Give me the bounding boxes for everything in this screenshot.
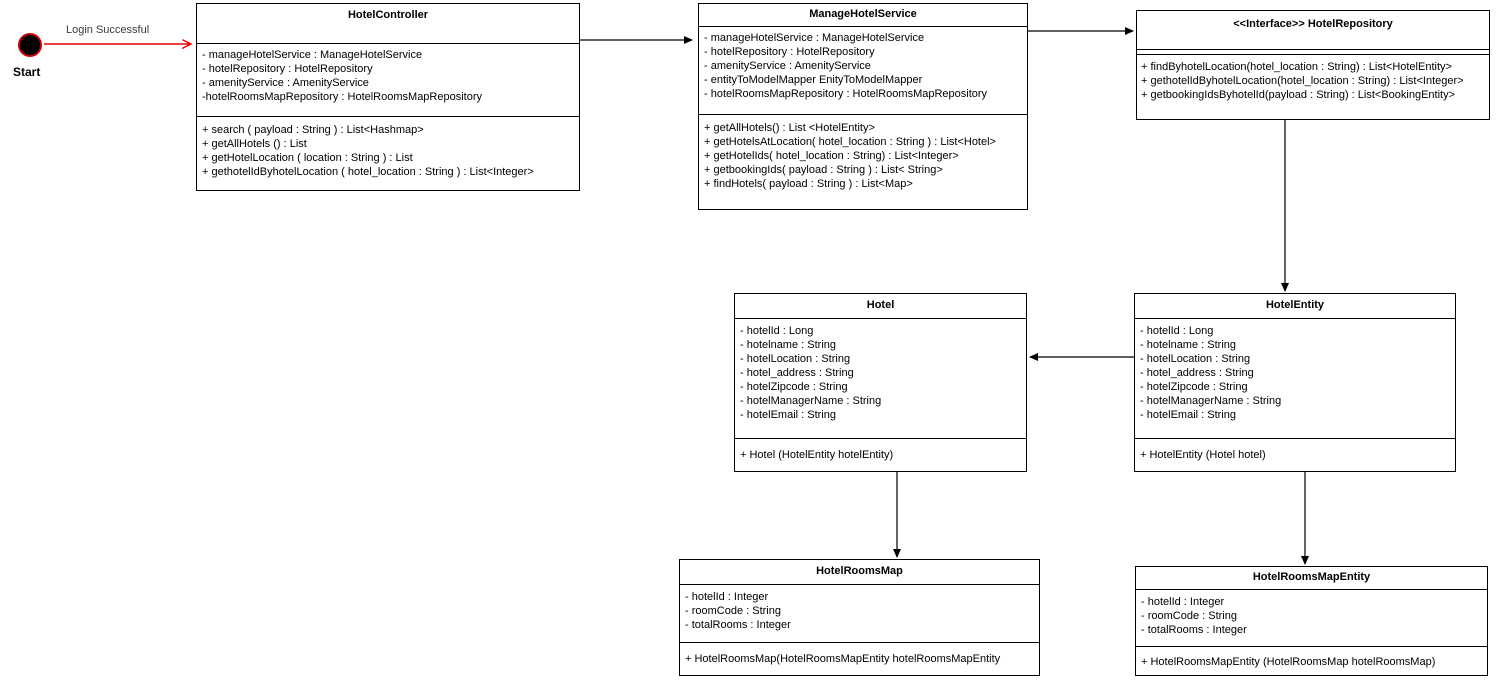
member-line: - hotelZipcode : String <box>1140 381 1248 393</box>
member-line: - hotelEmail : String <box>740 409 836 421</box>
member-line: - amenityService : AmenityService <box>704 60 871 72</box>
member-line: - manageHotelService : ManageHotelServic… <box>202 49 423 61</box>
member-line: - hotelEmail : String <box>1140 409 1236 421</box>
member-line: + getAllHotels () : List <box>202 138 307 150</box>
class-box-hotelroomsmap[interactable]: HotelRoomsMap - hotelId : Integer - roomC… <box>679 559 1040 676</box>
class-box-hotelrepository[interactable]: <<Interface>> HotelRepository + findByho… <box>1136 10 1490 120</box>
member-line: + getbookingIds( payload : String ) : Li… <box>704 164 943 176</box>
member-line: - entityToModelMapper EnityToModelMapper <box>704 74 923 86</box>
class-methods: + HotelRoomsMap(HotelRoomsMapEntity hote… <box>680 642 1039 675</box>
member-line: + HotelRoomsMap(HotelRoomsMapEntity hote… <box>685 653 1001 665</box>
class-methods: + search ( payload : String ) : List<Has… <box>197 116 579 190</box>
class-title: HotelEntity <box>1265 299 1325 311</box>
class-methods: + getAllHotels() : List <HotelEntity> + g… <box>699 114 1027 209</box>
class-attributes: - manageHotelService : ManageHotelServic… <box>699 26 1027 114</box>
member-line: - hotelId : Long <box>1140 325 1214 337</box>
member-line: - hotel_address : String <box>740 367 854 379</box>
member-line: - hotelId : Long <box>740 325 814 337</box>
member-line: - roomCode : String <box>685 605 781 617</box>
member-line: + getbookingIdsByhotelId(payload : Strin… <box>1141 89 1455 101</box>
class-title: Hotel <box>866 299 895 311</box>
member-line: - hotelRoomsMapRepository : HotelRoomsMa… <box>704 88 988 100</box>
member-line: - hotelManagerName : String <box>740 395 882 407</box>
class-attributes: - hotelId : Long - hotelname : String - ho… <box>735 318 1026 438</box>
member-line: - hotelRepository : HotelRepository <box>704 46 875 58</box>
start-node-icon[interactable] <box>18 33 42 57</box>
member-line: + getHotelsAtLocation( hotel_location : … <box>704 136 996 148</box>
class-box-hotelcontroller[interactable]: HotelController - manageHotelService : M… <box>196 3 580 191</box>
member-line: - hotelRepository : HotelRepository <box>202 63 373 75</box>
member-line: - hotelname : String <box>1140 339 1236 351</box>
member-line: + Hotel (HotelEntity hotelEntity) <box>740 449 894 461</box>
class-title: HotelRoomsMapEntity <box>1252 571 1371 583</box>
member-line: - manageHotelService : ManageHotelServic… <box>704 32 925 44</box>
class-box-managehotelservice[interactable]: ManageHotelService - manageHotelService … <box>698 3 1028 210</box>
class-attributes: - hotelId : Integer - roomCode : String - … <box>680 584 1039 642</box>
member-line: -hotelRoomsMapRepository : HotelRoomsMap… <box>202 91 483 103</box>
member-line: - hotelLocation : String <box>1140 353 1251 365</box>
member-line: + getAllHotels() : List <HotelEntity> <box>704 122 875 134</box>
class-attributes: - hotelId : Long - hotelname : String - ho… <box>1135 318 1455 438</box>
member-line: - hotelId : Integer <box>1141 596 1225 608</box>
class-title: ManageHotelService <box>809 8 917 20</box>
class-attributes: - manageHotelService : ManageHotelServic… <box>197 43 579 116</box>
class-title: HotelRoomsMap <box>816 565 903 577</box>
member-line: - hotelLocation : String <box>740 353 851 365</box>
class-box-hotel[interactable]: Hotel - hotelId : Long - hotelname : Stri… <box>734 293 1027 472</box>
transition-label: Login Successful <box>66 24 150 36</box>
member-line: + search ( payload : String ) : List<Has… <box>202 124 424 136</box>
member-line: - hotelManagerName : String <box>1140 395 1282 407</box>
empty-attributes-compartment <box>1137 49 1489 54</box>
class-methods: + Hotel (HotelEntity hotelEntity) <box>735 438 1026 471</box>
member-line: + HotelEntity (Hotel hotel) <box>1140 449 1266 461</box>
class-box-hotelroomsmapentity[interactable]: HotelRoomsMapEntity - hotelId : Integer-… <box>1135 566 1488 676</box>
class-methods: + HotelEntity (Hotel hotel) <box>1135 438 1455 471</box>
member-line: - amenityService : AmenityService <box>202 77 369 89</box>
member-line: - hotelname : String <box>740 339 836 351</box>
class-box-hotelentity[interactable]: HotelEntity - hotelId : Long - hotelname … <box>1134 293 1456 472</box>
member-line: + gethotelIdByhotelLocation(hotel_locati… <box>1141 75 1464 87</box>
class-title: <<Interface>> HotelRepository <box>1233 18 1393 30</box>
class-attributes: - hotelId : Integer - roomCode : String - … <box>1136 589 1487 646</box>
member-line: + gethotelIdByhotelLocation ( hotel_loca… <box>202 166 534 178</box>
class-methods: + findByhotelLocation(hotel_location : S… <box>1137 54 1489 119</box>
class-title: HotelController <box>347 9 429 21</box>
member-line: - totalRooms : Integer <box>1141 624 1247 636</box>
member-line: + getHotelLocation ( location : String )… <box>202 152 413 164</box>
member-line: + getHotelIds( hotel_location : String) … <box>704 150 959 162</box>
member-line: + findHotels( payload : String ) : List<… <box>704 178 913 190</box>
member-line: - hotelZipcode : String <box>740 381 848 393</box>
member-line: + findByhotelLocation(hotel_location : S… <box>1141 61 1452 73</box>
member-line: + HotelRoomsMapEntity (HotelRoomsMap hot… <box>1141 656 1436 668</box>
member-line: - hotel_address : String <box>1140 367 1254 379</box>
member-line: - hotelId : Integer <box>685 591 769 603</box>
start-label: Start <box>13 65 41 79</box>
member-line: - totalRooms : Integer <box>685 619 791 631</box>
class-methods: + HotelRoomsMapEntity (HotelRoomsMap hot… <box>1136 646 1487 675</box>
member-line: - roomCode : String <box>1141 610 1237 622</box>
